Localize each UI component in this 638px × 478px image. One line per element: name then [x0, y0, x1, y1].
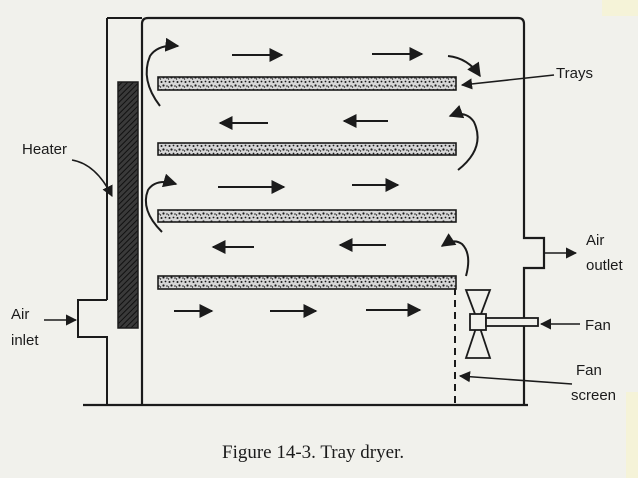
label-fan-screen-line1: Fan — [576, 362, 602, 379]
tray-1 — [157, 76, 457, 91]
curved-arrow-top-left — [145, 37, 180, 107]
fan-shaft — [485, 317, 539, 327]
air-inlet-duct — [77, 299, 108, 405]
dryer-cabinet — [140, 16, 546, 405]
corner-accent-bottom-right — [626, 392, 638, 478]
fan-hub — [469, 313, 487, 331]
fan — [464, 289, 539, 359]
flow-arrows — [174, 47, 424, 318]
label-fan-screen-line2: screen — [571, 387, 616, 404]
curved-arrow-right-2 — [448, 105, 479, 171]
heater-leader — [71, 159, 113, 198]
heater — [117, 81, 139, 329]
return-arrows — [144, 37, 481, 277]
label-air-inlet-line1: Air — [11, 306, 29, 323]
tray-4 — [157, 275, 457, 290]
label-heater: Heater — [22, 141, 67, 158]
figure-caption: Figure 14-3. Tray dryer. — [222, 442, 404, 463]
label-trays: Trays — [556, 65, 593, 82]
tray-2 — [157, 142, 457, 156]
label-air-inlet-line2: inlet — [11, 332, 39, 349]
fan-blade-top — [464, 289, 492, 325]
tray-3 — [157, 209, 457, 223]
label-air-outlet-line1: Air — [586, 232, 604, 249]
curved-arrow-top-right — [447, 55, 481, 78]
label-air-outlet-line2: outlet — [586, 257, 624, 274]
trays-leader — [460, 74, 555, 90]
curved-arrow-left-3 — [144, 173, 178, 233]
curved-arrow-right-4 — [440, 233, 470, 277]
fan-blade-bottom — [464, 319, 492, 359]
corner-accent-top-right — [602, 0, 638, 16]
label-fan: Fan — [585, 317, 611, 334]
leader-lines — [44, 74, 580, 385]
fan-screen-leader — [458, 371, 573, 385]
